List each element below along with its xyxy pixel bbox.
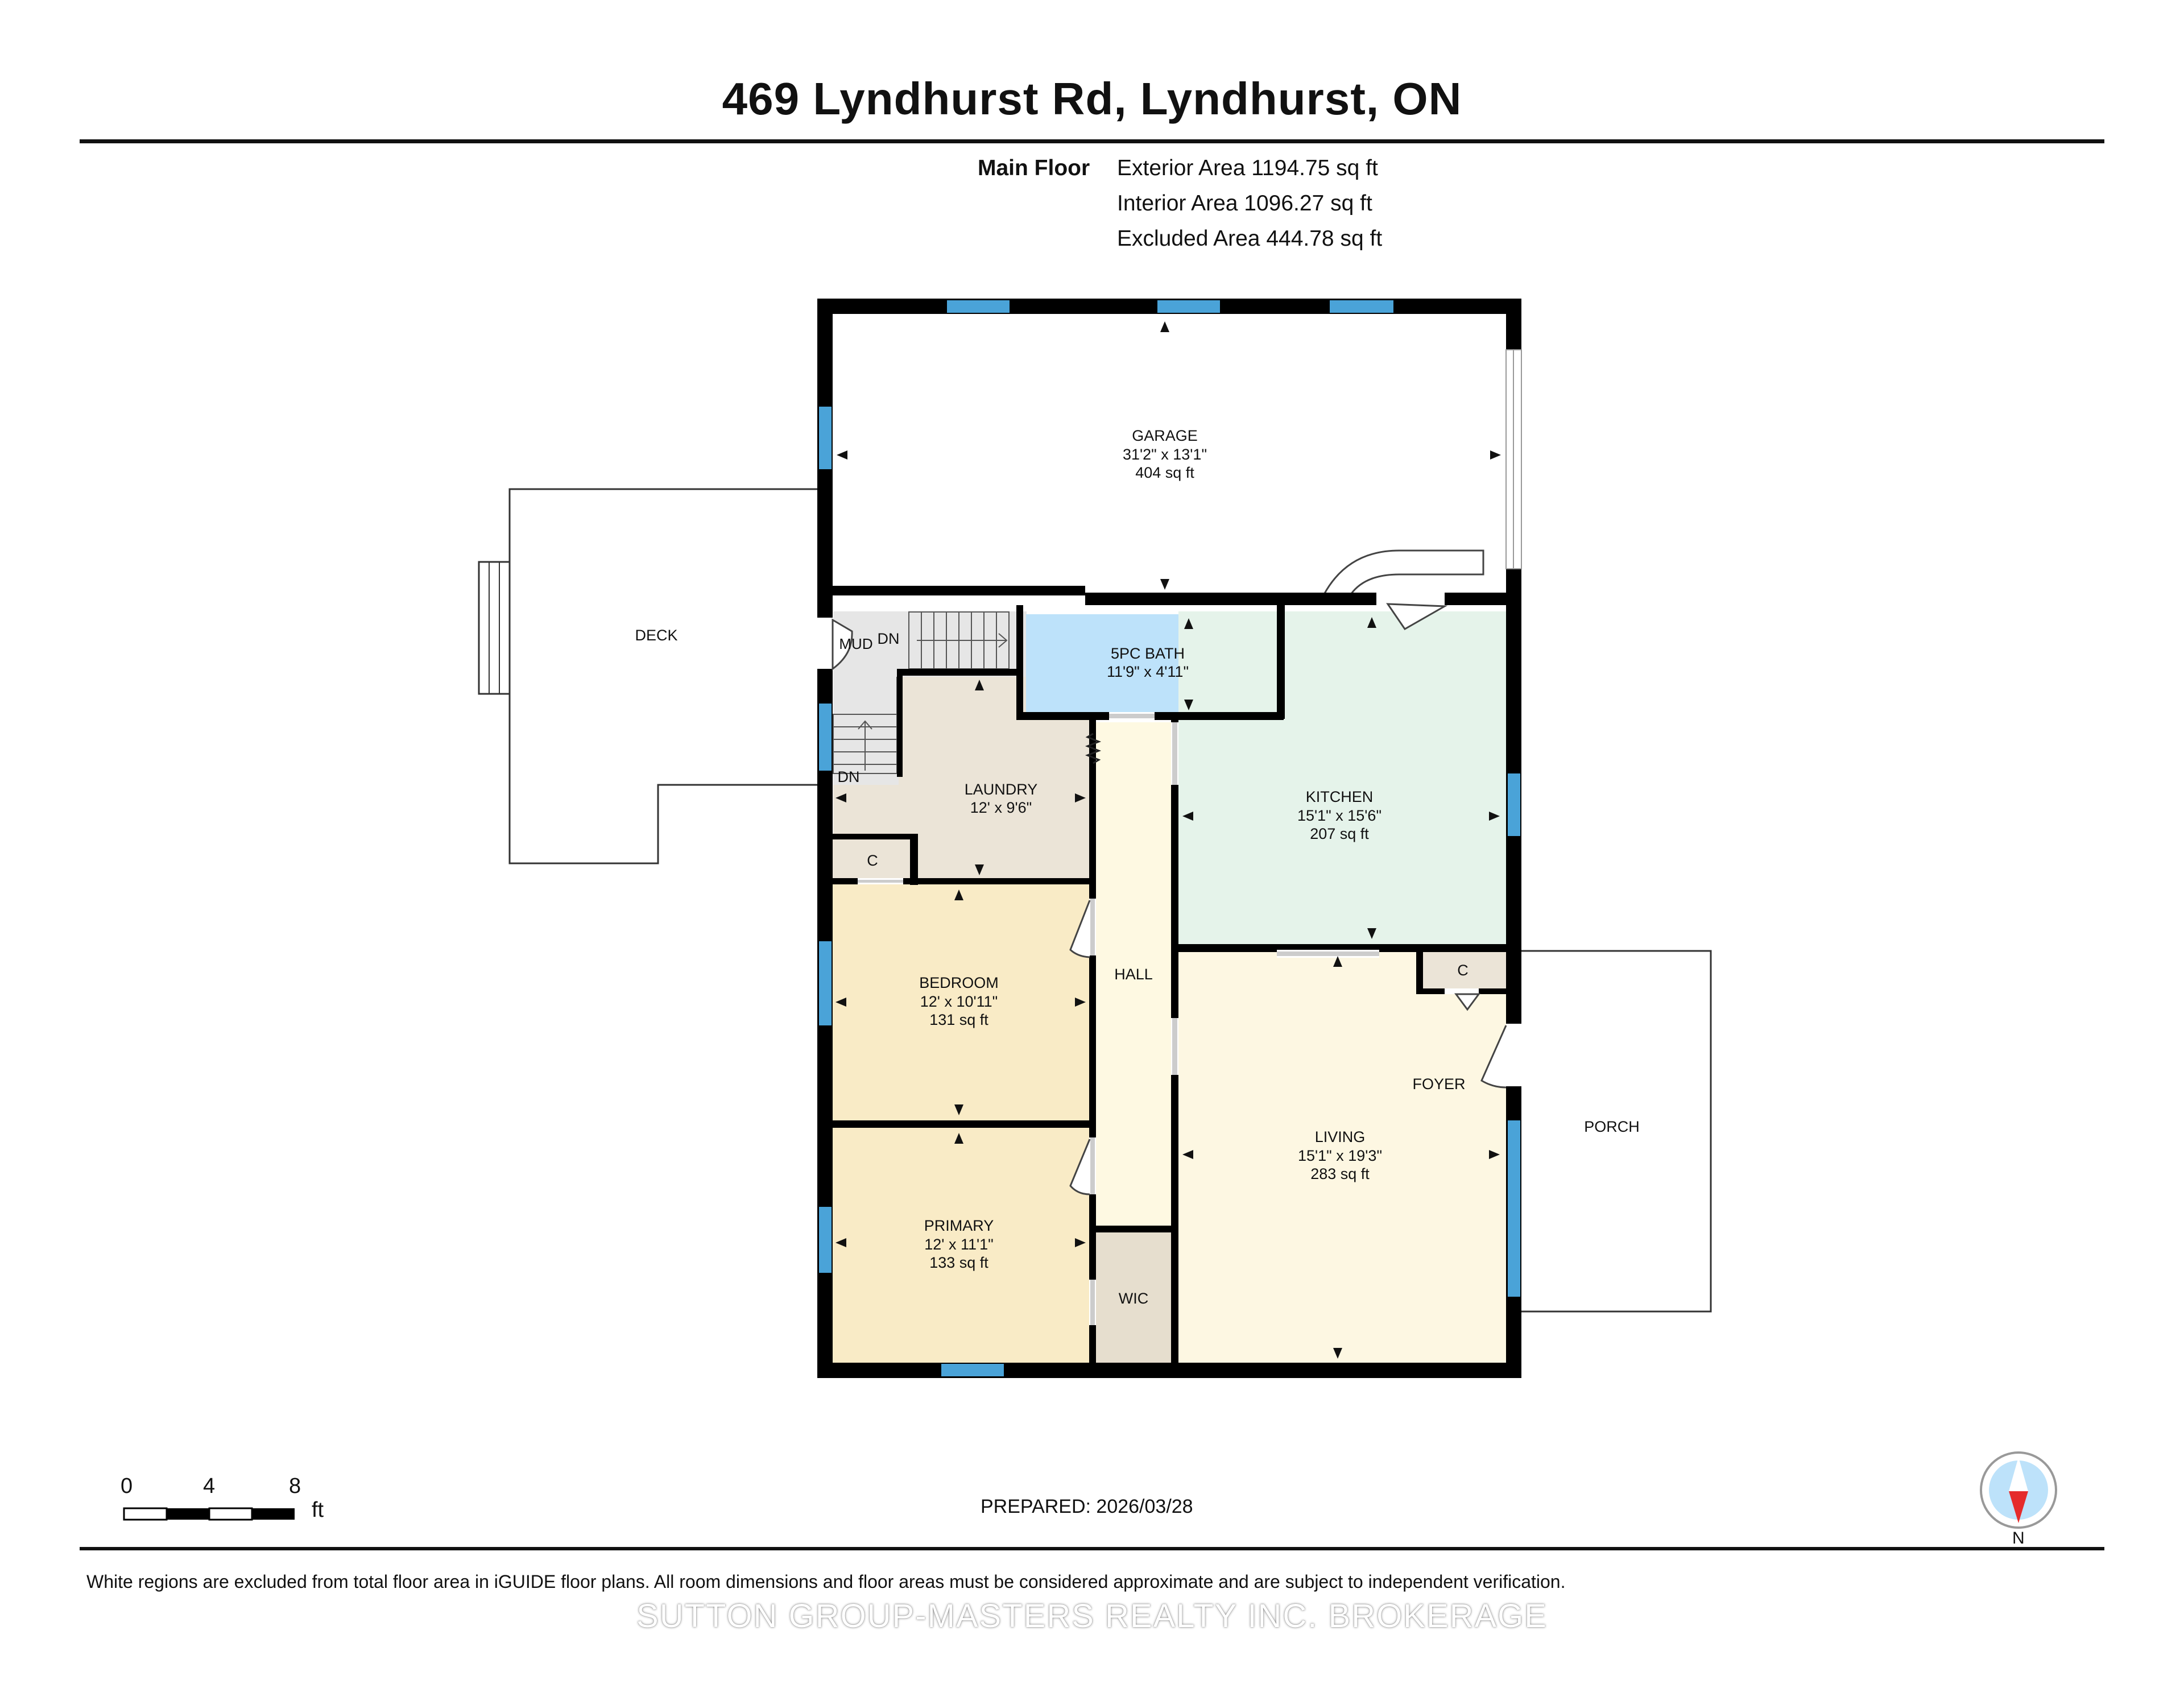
disclaimer: White regions are excluded from total fl… bbox=[86, 1571, 1566, 1592]
stairs-upper bbox=[908, 611, 1010, 669]
kitchen-label: KITCHEN bbox=[1306, 788, 1374, 805]
scale-tick-8: 8 bbox=[289, 1474, 301, 1498]
exterior-area: Exterior Area 1194.75 sq ft bbox=[1117, 156, 1378, 180]
compass-label: N bbox=[2012, 1529, 2025, 1548]
scale-bar bbox=[123, 1507, 295, 1521]
floor-label: Main Floor bbox=[978, 156, 1090, 180]
door-thresholds bbox=[858, 714, 1379, 1325]
excluded-area: Excluded Area 444.78 sq ft bbox=[1117, 226, 1383, 251]
living-dims: 15'1" x 19'3" bbox=[1298, 1147, 1382, 1164]
bedroom-label: BEDROOM bbox=[919, 974, 999, 991]
bedroom-area: 131 sq ft bbox=[929, 1011, 988, 1028]
garage-label: GARAGE bbox=[1132, 427, 1198, 444]
kitchen-area: 207 sq ft bbox=[1310, 825, 1369, 842]
header-divider bbox=[80, 139, 2104, 143]
primary-area: 133 sq ft bbox=[929, 1254, 988, 1271]
kitchen-fill bbox=[1178, 611, 1506, 950]
scale-tick-4: 4 bbox=[203, 1474, 216, 1498]
laundry-label: LAUNDRY bbox=[965, 781, 1038, 798]
garage-step bbox=[1322, 549, 1484, 595]
compass-icon bbox=[1980, 1451, 2057, 1529]
zigzag bbox=[1085, 733, 1102, 764]
garage-dims: 31'2" x 13'1" bbox=[1123, 446, 1207, 463]
garage-area: 404 sq ft bbox=[1135, 464, 1194, 481]
scale-tick-0: 0 bbox=[121, 1474, 133, 1498]
mud-label: MUD bbox=[839, 635, 872, 652]
foyer-closet-fill bbox=[1422, 951, 1506, 988]
windows bbox=[819, 300, 1520, 1376]
primary-dims: 12' x 11'1" bbox=[924, 1236, 993, 1253]
closet-label-laundry: C bbox=[867, 852, 878, 869]
deck-area bbox=[478, 488, 820, 864]
scale-unit: ft bbox=[312, 1498, 324, 1522]
page-title: 469 Lyndhurst Rd, Lyndhurst, ON bbox=[722, 73, 1462, 124]
garage-fill bbox=[833, 314, 1506, 586]
prepared-date: PREPARED: 2026/03/28 bbox=[981, 1496, 1193, 1517]
living-area: 283 sq ft bbox=[1310, 1165, 1370, 1182]
bedroom-fill bbox=[833, 884, 1089, 1121]
closet-label-foyer: C bbox=[1457, 962, 1469, 979]
closet-fill bbox=[833, 839, 915, 882]
stairs-dn-label-upper: DN bbox=[878, 630, 900, 647]
brokerage-watermark: SUTTON GROUP-MASTERS REALTY INC. BROKERA… bbox=[636, 1598, 1548, 1635]
porch-area bbox=[1520, 950, 1712, 1313]
wic-label: WIC bbox=[1119, 1290, 1148, 1307]
laundry-dims: 12' x 9'6" bbox=[970, 799, 1032, 816]
hall-label: HALL bbox=[1114, 966, 1153, 983]
porch-label: PORCH bbox=[1584, 1118, 1640, 1135]
deck-label: DECK bbox=[635, 627, 677, 644]
primary-fill bbox=[833, 1128, 1089, 1366]
interior-area: Interior Area 1096.27 sq ft bbox=[1117, 191, 1372, 216]
living-fill bbox=[1178, 952, 1506, 1366]
foyer-label: FOYER bbox=[1412, 1075, 1465, 1093]
bedroom-dims: 12' x 10'11" bbox=[920, 993, 998, 1010]
footer-divider bbox=[80, 1547, 2104, 1550]
door-swings bbox=[832, 603, 1507, 1195]
wic-fill bbox=[1096, 1232, 1171, 1366]
living-label: LIVING bbox=[1315, 1128, 1366, 1145]
bath-dims: 11'9" x 4'11" bbox=[1107, 663, 1189, 680]
stairs-dn-label-lower: DN bbox=[838, 768, 860, 785]
hall-fill bbox=[1096, 722, 1171, 1226]
bath-label: 5PC BATH bbox=[1111, 645, 1185, 662]
primary-label: PRIMARY bbox=[924, 1217, 994, 1234]
kitchen-dims: 15'1" x 15'6" bbox=[1297, 807, 1381, 824]
